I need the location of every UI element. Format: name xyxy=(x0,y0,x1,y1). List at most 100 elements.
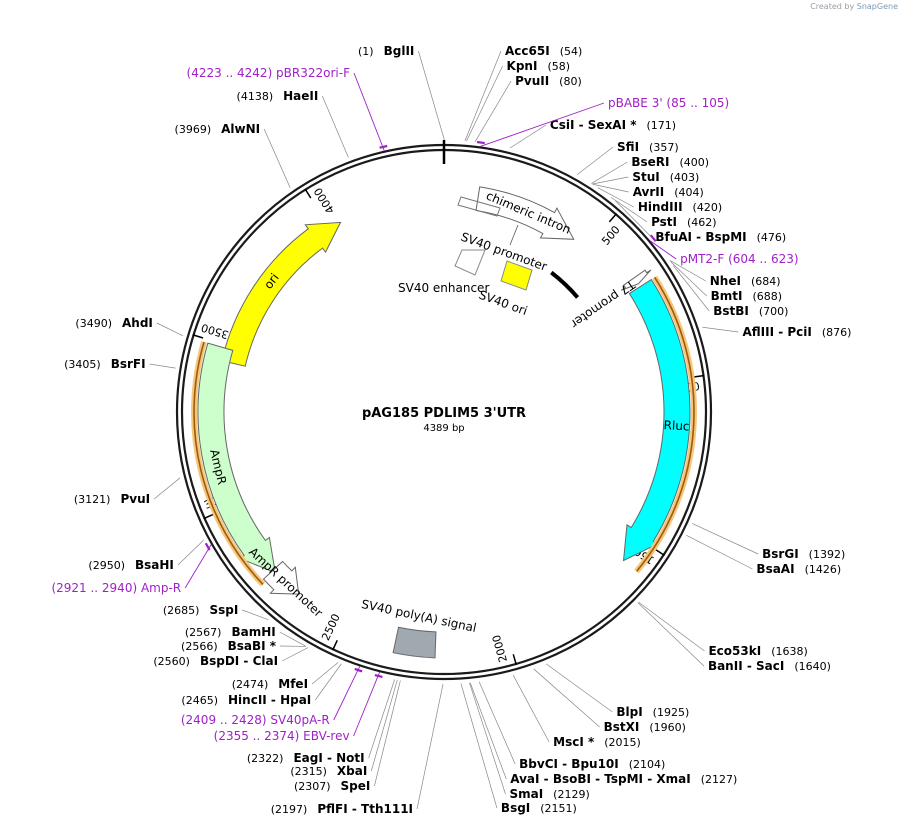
leader-avai-bsobi-tspmi-xmai xyxy=(469,682,507,780)
site-position: (4138) xyxy=(237,90,274,103)
tick-3500 xyxy=(192,334,204,339)
ori-arrow[interactable] xyxy=(221,221,342,367)
site-banii-saci[interactable]: BanII - SacI(1640) xyxy=(708,659,831,673)
leader-pvuii xyxy=(474,80,512,142)
primer-amp-r[interactable]: (2921 .. 2940) Amp-R xyxy=(51,542,212,595)
site-xbai[interactable]: XbaI(2315) xyxy=(290,764,367,778)
site-name: AvaI - BsoBI - TspMI - XmaI xyxy=(510,772,690,786)
site-pvuii[interactable]: PvuII(80) xyxy=(515,74,582,88)
site-position: (2322) xyxy=(247,752,284,765)
site-avai-bsobi-tspmi-xmai[interactable]: AvaI - BsoBI - TspMI - XmaI (2127) xyxy=(510,772,737,786)
site-haeii[interactable]: HaeII(4138) xyxy=(237,89,319,103)
plasmid-title: pAG185 PDLIM5 3'UTR xyxy=(362,406,526,421)
site-stui[interactable]: StuI(403) xyxy=(632,170,699,184)
tick-1500 xyxy=(654,548,665,557)
site-nhei[interactable]: NheI(684) xyxy=(710,274,781,288)
site-bsahi[interactable]: BsaHI(2950) xyxy=(88,558,173,572)
rluc-label: Rluc xyxy=(663,418,690,434)
site-name: AflIII - PciI xyxy=(742,325,811,339)
site-psti[interactable]: PstI(462) xyxy=(651,215,717,229)
leader-bmti xyxy=(670,261,707,297)
site-position: (420) xyxy=(693,201,723,214)
site-name: PvuII xyxy=(515,74,549,88)
sv40-poly-a-signal-arrow[interactable] xyxy=(392,626,437,659)
sv40-promoter-leader xyxy=(509,224,519,246)
primer-sv40pa-r[interactable]: (2409 .. 2428) SV40pA-R xyxy=(181,666,363,727)
site-spei[interactable]: SpeI(2307) xyxy=(294,779,370,793)
site-bseri[interactable]: BseRI(400) xyxy=(631,155,709,169)
site-pflfi-tth111i[interactable]: PflFI - Tth111I(2197) xyxy=(271,802,413,816)
site-bglii[interactable]: BglII(1) xyxy=(358,44,414,58)
leader-csii-sexai xyxy=(509,124,547,149)
site-hindiii[interactable]: HindIII(420) xyxy=(638,200,722,214)
primer-label: (4223 .. 4242) pBR322ori-F xyxy=(187,66,351,80)
site-name: PvuI xyxy=(120,492,150,506)
site-position: (2307) xyxy=(294,780,331,793)
site-eagi-noti[interactable]: EagI - NotI (2322) xyxy=(247,751,365,765)
site-bbvci-bpu10i[interactable]: BbvCI - Bpu10I(2104) xyxy=(519,757,665,771)
rluc-arrow[interactable] xyxy=(622,278,691,562)
site-bstxi[interactable]: BstXI(1960) xyxy=(604,720,686,734)
leader-bsgi xyxy=(460,683,498,809)
insert-region-bar xyxy=(550,270,580,299)
ampr-promoter-arrow[interactable] xyxy=(262,560,300,595)
t7-promoter-arrow[interactable] xyxy=(620,269,652,291)
site-bstbi[interactable]: BstBI(700) xyxy=(713,304,788,318)
primer-leader xyxy=(333,666,361,721)
site-afliii-pcii[interactable]: AflIII - PciI(876) xyxy=(742,325,851,339)
site-bspdi-clai[interactable]: BspDI - ClaI(2560) xyxy=(153,654,278,668)
sv40-ori-box[interactable] xyxy=(500,260,533,291)
chimeric-intron-arrow[interactable] xyxy=(475,186,575,240)
site-name: AvrII xyxy=(633,185,665,199)
site-alwni[interactable]: AlwNI(3969) xyxy=(175,122,261,136)
site-mfei[interactable]: MfeI(2474) xyxy=(232,677,308,691)
leader-haeii xyxy=(322,95,349,158)
site-bfuai-bspmi[interactable]: BfuAI - BspMI(476) xyxy=(655,230,786,244)
leader-eagi-noti xyxy=(368,679,395,759)
site-eco53ki[interactable]: Eco53kI(1638) xyxy=(708,644,807,658)
primer-pbabe-3[interactable]: pBABE 3' (85 .. 105) xyxy=(476,96,729,147)
leader-spei xyxy=(374,680,401,787)
sv40-promoter-outline[interactable] xyxy=(457,196,501,217)
site-blpi[interactable]: BlpI(1925) xyxy=(616,705,689,719)
sv40-poly-a-signal-label: SV40 poly(A) signal xyxy=(360,597,478,635)
leader-acc65i xyxy=(464,50,502,141)
primer-ebv-rev[interactable]: (2355 .. 2374) EBV-rev xyxy=(214,671,383,743)
site-bamhi[interactable]: BamHI(2567) xyxy=(185,625,276,639)
tick-2000 xyxy=(512,654,518,666)
site-sfii[interactable]: SfiI(357) xyxy=(617,140,679,154)
site-name: BbvCI - Bpu10I xyxy=(519,757,619,771)
site-name: BsrFI xyxy=(111,357,146,371)
site-bsgi[interactable]: BsgI(2151) xyxy=(501,801,577,815)
site-avrii[interactable]: AvrII(404) xyxy=(633,185,704,199)
primer-pmt2-f[interactable]: pMT2-F (604 .. 623) xyxy=(649,234,799,266)
leader-bsahi xyxy=(177,539,205,566)
site-hincii-hpai[interactable]: HincII - HpaI(2465) xyxy=(181,693,311,707)
site-position: (2197) xyxy=(271,803,308,816)
leader-bsrfi xyxy=(149,363,176,369)
primer-leader xyxy=(184,544,212,589)
site-bsrfi[interactable]: BsrFI(3405) xyxy=(64,357,145,371)
site-position: (2560) xyxy=(153,655,190,668)
site-pvui[interactable]: PvuI(3121) xyxy=(74,492,150,506)
tick-500 xyxy=(608,213,618,223)
site-bmti[interactable]: BmtI(688) xyxy=(711,289,782,303)
site-csii-sexai[interactable]: CsiI - SexAI *(171) xyxy=(550,118,676,132)
site-name: BfuAI - BspMI xyxy=(655,230,746,244)
site-position: (2127) xyxy=(701,773,738,786)
sv40-enhancer-box[interactable] xyxy=(454,249,486,276)
site-kpni[interactable]: KpnI(58) xyxy=(507,59,571,73)
leader-sspi xyxy=(242,609,269,620)
site-name: EagI - NotI xyxy=(293,751,364,765)
site-bsaai[interactable]: BsaAI(1426) xyxy=(756,562,841,576)
site-name: NheI xyxy=(710,274,741,288)
primer-pbr322ori-f[interactable]: (4223 .. 4242) pBR322ori-F xyxy=(187,66,388,151)
site-acc65i[interactable]: Acc65I(54) xyxy=(505,44,582,58)
site-bsrgi[interactable]: BsrGI(1392) xyxy=(762,547,845,561)
site-sspi[interactable]: SspI(2685) xyxy=(163,603,238,617)
site-msci[interactable]: MscI *(2015) xyxy=(553,735,641,749)
site-ahdi[interactable]: AhdI(3490) xyxy=(75,316,152,330)
site-bsabi[interactable]: BsaBI *(2566) xyxy=(181,639,277,653)
site-smai[interactable]: SmaI(2129) xyxy=(509,787,589,801)
site-position: (462) xyxy=(687,216,717,229)
